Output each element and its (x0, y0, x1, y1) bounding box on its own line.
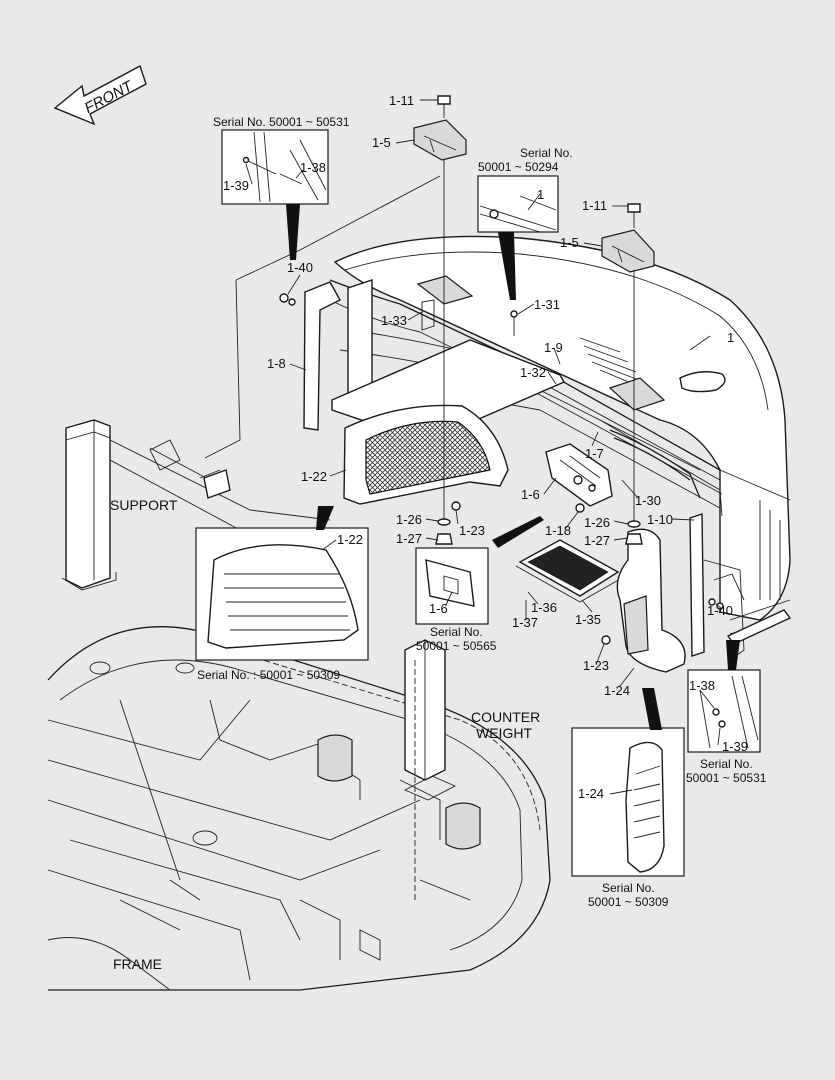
part-label-1-6-detail: 1-6 (429, 601, 448, 616)
part-label-1-6: 1-6 (521, 487, 540, 502)
part-label-1-32: 1-32 (520, 365, 546, 380)
guide-line-support (204, 279, 241, 459)
part-label-1-22: 1-22 (301, 469, 327, 484)
section-label-support: SUPPORT (110, 497, 178, 513)
hinge-right (601, 229, 655, 273)
air-duct (616, 528, 686, 673)
part-label-1-40-left: 1-40 (287, 260, 313, 275)
section-label-weight: WEIGHT (476, 725, 532, 741)
serial-callout-right-line2: 50001 ~ 50531 (686, 771, 767, 785)
bolt-right (627, 203, 641, 228)
hinge-top (413, 119, 467, 161)
part-label-1-37: 1-37 (512, 615, 538, 630)
part-label-1-11-right: 1-11 (582, 198, 607, 213)
part-label-1-5-right: 1-5 (560, 235, 579, 250)
part-label-1-5-top: 1-5 (372, 135, 391, 150)
serial-callout-bottom-line2: 50001 ~ 50309 (588, 895, 669, 909)
part-label-1-top: 1 (537, 187, 544, 202)
part-label-1-7: 1-7 (585, 446, 604, 461)
part-label-1-18: 1-18 (545, 523, 571, 538)
part-label-1-40-right: 1-40 (707, 603, 733, 618)
part-label-1-24: 1-24 (604, 683, 630, 698)
part-label-1-22-detail: 1-22 (337, 532, 363, 547)
support-column (61, 419, 331, 591)
front-direction-arrow: FRONT (53, 64, 147, 126)
part-label-1-39-right: 1-39 (722, 739, 748, 754)
part-label-1-30: 1-30 (635, 493, 661, 508)
detail-box-grille (195, 506, 369, 661)
serial-callout-bracket-line1: Serial No. (430, 625, 483, 639)
serial-callout-grille: Serial No. : 50001 ~ 50309 (197, 668, 340, 682)
part-label-1-main: 1 (727, 330, 734, 345)
section-label-frame: FRAME (113, 956, 162, 972)
serial-callout-top-left: Serial No. 50001 ~ 50531 (213, 115, 350, 129)
mesh-screen (343, 404, 509, 505)
clip-left (279, 293, 296, 306)
guide-line-hinge (235, 175, 441, 281)
part-label-1-38-top: 1-38 (300, 160, 326, 175)
seal-rail (609, 429, 701, 499)
hardware-lines (713, 573, 745, 601)
part-label-1-27-right: 1-27 (584, 533, 610, 548)
side-strip (689, 513, 705, 657)
part-label-1-35: 1-35 (575, 612, 601, 627)
nut-washer-left (435, 501, 461, 545)
serial-callout-right-line1: Serial No. (700, 757, 753, 771)
bolt-top (437, 95, 451, 118)
pad-plate (515, 539, 623, 603)
part-label-1-24-detail: 1-24 (578, 786, 604, 801)
detail-box-top-mid (477, 175, 559, 300)
detail-box-top-left (221, 129, 329, 260)
serial-callout-bracket-line2: 50001 ~ 50565 (416, 639, 497, 653)
part-label-1-31: 1-31 (534, 297, 560, 312)
part-label-1-26-left: 1-26 (396, 512, 422, 527)
serial-callout-top-mid-line1: Serial No. (520, 146, 573, 160)
clip-right (708, 598, 724, 610)
part-label-1-33: 1-33 (381, 313, 407, 328)
side-bracket (703, 559, 745, 657)
part-label-1-10: 1-10 (647, 512, 673, 527)
screw-1-31 (510, 310, 518, 318)
detail-box-bracket (415, 516, 544, 625)
detail-box-right (687, 640, 761, 753)
part-label-1-8: 1-8 (267, 356, 286, 371)
part-label-1-23-left: 1-23 (459, 523, 485, 538)
serial-callout-bottom-line1: Serial No. (602, 881, 655, 895)
part-label-1-27-left: 1-27 (396, 531, 422, 546)
section-label-counter: COUNTER (471, 709, 540, 725)
detail-box-bottom (571, 688, 685, 877)
nut-washer-right (575, 503, 643, 645)
part-label-1-9: 1-9 (544, 340, 563, 355)
bracket-assembly (545, 443, 613, 507)
seal-rail-inner (613, 437, 691, 481)
hood-vent-slots (579, 337, 649, 391)
part-label-1-38-right: 1-38 (689, 678, 715, 693)
part-label-1-26-right: 1-26 (584, 515, 610, 530)
serial-callout-top-mid-line2: 50001 ~ 50294 (478, 160, 559, 174)
frame-assembly-drawing (47, 626, 551, 991)
part-label-1-39-top: 1-39 (223, 178, 249, 193)
center-post (404, 639, 446, 900)
part-label-1-23-right: 1-23 (583, 658, 609, 673)
part-label-1-11-top: 1-11 (389, 93, 414, 108)
part-label-1-36: 1-36 (531, 600, 557, 615)
leader-lines (245, 99, 723, 795)
